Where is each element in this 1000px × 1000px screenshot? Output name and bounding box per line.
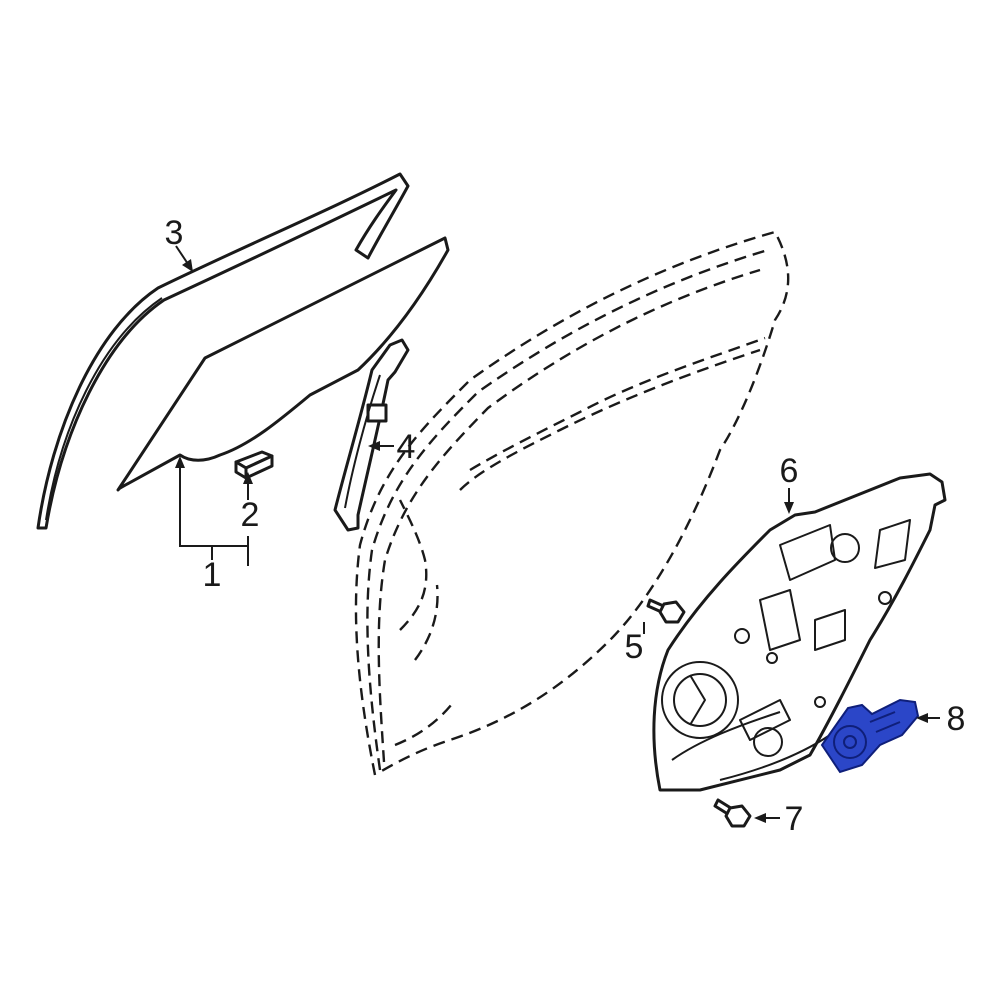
callout-8: 8 bbox=[947, 700, 966, 738]
glass-clip[interactable] bbox=[234, 450, 274, 480]
window-motor[interactable] bbox=[820, 698, 920, 774]
glass-run-channel[interactable] bbox=[36, 172, 410, 530]
door-shell-outline bbox=[354, 230, 790, 776]
callout-2: 2 bbox=[241, 496, 260, 534]
callout-1: 1 bbox=[203, 556, 222, 594]
callout-6: 6 bbox=[780, 452, 799, 490]
bolt-upper[interactable] bbox=[646, 598, 686, 624]
door-glass[interactable] bbox=[116, 236, 450, 492]
rear-guide-channel[interactable] bbox=[333, 338, 410, 532]
callout-5: 5 bbox=[625, 628, 644, 666]
callout-7: 7 bbox=[785, 800, 804, 838]
bolt-lower[interactable] bbox=[713, 798, 752, 828]
callout-leaders bbox=[175, 245, 940, 823]
callout-4: 4 bbox=[397, 428, 416, 466]
callout-3: 3 bbox=[165, 214, 184, 252]
regulator-carrier-panel[interactable] bbox=[652, 472, 947, 792]
